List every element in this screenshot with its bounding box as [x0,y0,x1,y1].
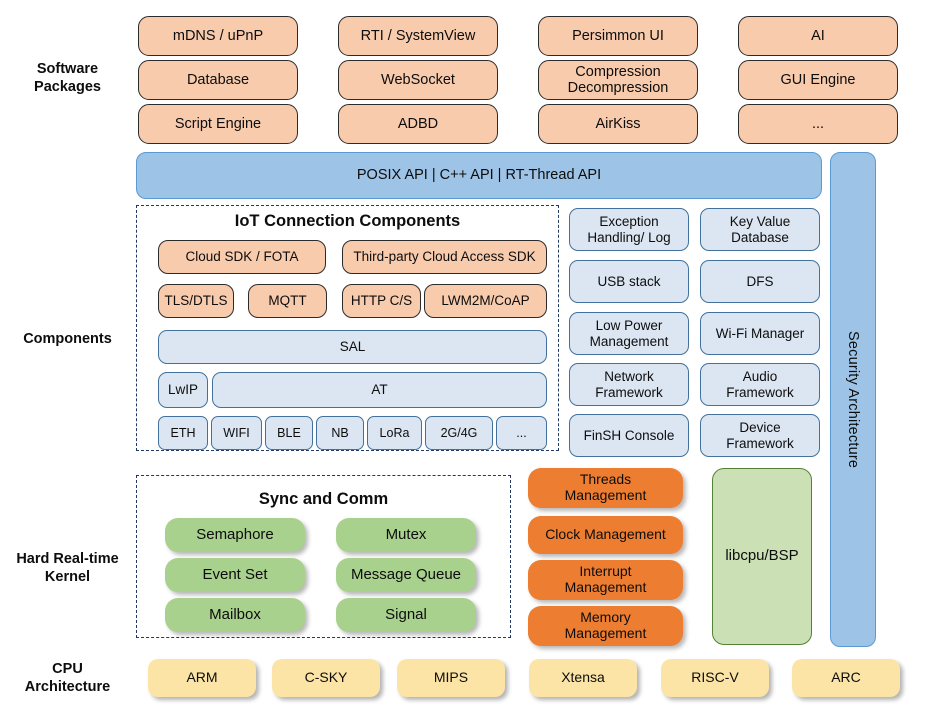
iot-link-box[interactable]: NB [316,416,364,450]
libcpu-bsp-box[interactable]: libcpu/BSP [712,468,812,645]
package-box[interactable]: Database [138,60,298,100]
package-box[interactable]: mDNS / uPnP [138,16,298,56]
package-box[interactable]: AirKiss [538,104,698,144]
iot-connection-group-title: IoT Connection Components [234,212,461,230]
component-box[interactable]: FinSH Console [569,414,689,457]
sync-primitive-box[interactable]: Signal [336,598,476,632]
kernel-service-box[interactable]: Clock Management [528,516,683,554]
iot-link-box[interactable]: BLE [265,416,313,450]
security-architecture-column[interactable]: Security Architecture [830,152,876,647]
package-box[interactable]: GUI Engine [738,60,898,100]
sync-primitive-box[interactable]: Message Queue [336,558,476,592]
component-box[interactable]: USB stack [569,260,689,303]
sync-primitive-box[interactable]: Mutex [336,518,476,552]
iot-protocol-box[interactable]: LWM2M/CoAP [424,284,547,318]
component-box[interactable]: Wi-Fi Manager [700,312,820,355]
package-box[interactable]: ... [738,104,898,144]
security-architecture-label: Security Architecture [845,330,862,469]
iot-link-box[interactable]: ETH [158,416,208,450]
iot-connection-group [136,205,559,451]
sync-and-comm-group [136,475,511,638]
iot-protocol-box[interactable]: TLS/DTLS [158,284,234,318]
iot-sal-box[interactable]: SAL [158,330,547,364]
cpu-architecture-box[interactable]: Xtensa [529,659,637,697]
row-label-cpu-architecture: CPU Architecture [24,660,111,695]
sync-primitive-box[interactable]: Mailbox [165,598,305,632]
iot-lwip-box[interactable]: LwIP [158,372,208,408]
row-label-components: Components [23,330,112,347]
iot-at-box[interactable]: AT [212,372,547,408]
iot-thirdparty-sdk-box[interactable]: Third-party Cloud Access SDK [342,240,547,274]
iot-link-box[interactable]: 2G/4G [425,416,493,450]
package-box[interactable]: Script Engine [138,104,298,144]
iot-protocol-box[interactable]: MQTT [248,284,327,318]
component-box[interactable]: Exception Handling/ Log [569,208,689,251]
component-box[interactable]: Device Framework [700,414,820,457]
component-box[interactable]: DFS [700,260,820,303]
sync-and-comm-group-title: Sync and Comm [258,490,389,508]
cpu-architecture-box[interactable]: ARC [792,659,900,697]
cpu-architecture-box[interactable]: MIPS [397,659,505,697]
iot-cloud-sdk-box[interactable]: Cloud SDK / FOTA [158,240,326,274]
api-bar[interactable]: POSIX API | C++ API | RT-Thread API [136,152,822,199]
row-label-kernel: Hard Real-time Kernel [16,550,119,585]
sync-primitive-box[interactable]: Event Set [165,558,305,592]
iot-link-box[interactable]: WIFI [211,416,262,450]
iot-protocol-box[interactable]: HTTP C/S [342,284,421,318]
sync-primitive-box[interactable]: Semaphore [165,518,305,552]
component-box[interactable]: Audio Framework [700,363,820,406]
package-box[interactable]: RTI / SystemView [338,16,498,56]
cpu-architecture-box[interactable]: ARM [148,659,256,697]
package-box[interactable]: Compression Decompression [538,60,698,100]
component-box[interactable]: Low Power Management [569,312,689,355]
kernel-service-box[interactable]: Memory Management [528,606,683,646]
package-box[interactable]: WebSocket [338,60,498,100]
package-box[interactable]: AI [738,16,898,56]
cpu-architecture-box[interactable]: RISC-V [661,659,769,697]
package-box[interactable]: ADBD [338,104,498,144]
kernel-service-box[interactable]: Threads Management [528,468,683,508]
iot-link-box[interactable]: LoRa [367,416,422,450]
component-box[interactable]: Network Framework [569,363,689,406]
package-box[interactable]: Persimmon UI [538,16,698,56]
component-box[interactable]: Key Value Database [700,208,820,251]
iot-link-box[interactable]: ... [496,416,547,450]
cpu-architecture-box[interactable]: C-SKY [272,659,380,697]
row-label-software-packages: Software Packages [34,60,101,95]
kernel-service-box[interactable]: Interrupt Management [528,560,683,600]
